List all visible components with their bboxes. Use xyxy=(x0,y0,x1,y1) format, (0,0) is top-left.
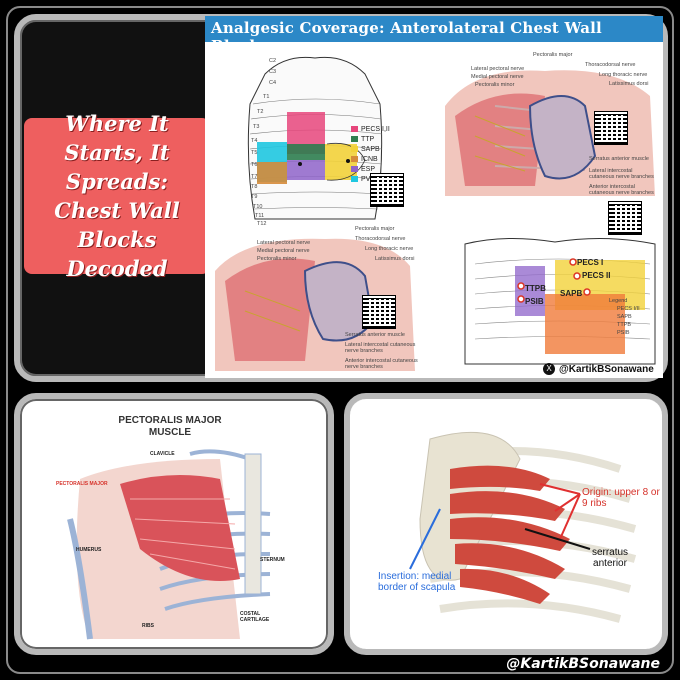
nerve-label: Medial pectoral nerve xyxy=(471,74,524,80)
legend-item: PECS I,II xyxy=(351,126,390,133)
dermatome-label: C3 xyxy=(269,69,277,75)
dermatome-label: T12 xyxy=(257,221,267,227)
serratus-anterior-panel: Origin: upper 8 or 9 ribs Insertion: med… xyxy=(344,393,668,655)
block-legend-item: PECS I/II xyxy=(617,306,640,312)
watermark: @KartikBSonawane xyxy=(506,656,660,672)
legend-item: ESP xyxy=(351,166,375,173)
block-site-label: SAPB xyxy=(560,289,583,298)
block-site-label: TTPB xyxy=(525,284,546,293)
qr-code-icon xyxy=(594,111,628,145)
nerve-label: Lateral intercostal cutaneous nerve bran… xyxy=(345,342,416,354)
outer-frame xyxy=(6,6,674,674)
qr-code-icon xyxy=(370,173,404,207)
nerve-label: Pectoralis minor xyxy=(475,82,515,88)
infographic-title: Analgesic Coverage: Anterolateral Chest … xyxy=(211,19,602,55)
nerve-label: Pectoralis minor xyxy=(257,256,297,262)
clavicle-label: CLAVICLE xyxy=(150,451,175,457)
nerve-label: Thoracodorsal nerve xyxy=(355,236,406,242)
sternum-label: STERNUM xyxy=(260,557,285,563)
qr-code-icon xyxy=(362,295,396,329)
dermatome-label: T10 xyxy=(253,204,263,210)
block-site-label: PSIB xyxy=(525,297,544,306)
pectoralis-illustration xyxy=(67,449,271,640)
block-sites-figure xyxy=(464,237,656,365)
nerve-label: Serratus anterior muscle xyxy=(345,332,405,338)
nerve-label: Anterior intercostal cutaneous nerve bra… xyxy=(589,184,654,196)
legend-item: SAPB xyxy=(351,146,380,153)
block-site-label: PECS II xyxy=(582,271,611,280)
pectoralis-major-panel: PECTORALIS MAJOR MUSCLE CLAVICLE PECTORA… xyxy=(14,393,334,655)
legend-item: ICNB xyxy=(351,156,378,163)
block-legend-item: PSIB xyxy=(617,330,630,336)
anatomy-figure-top xyxy=(445,70,655,196)
nerve-label: Latissimus dorsi xyxy=(375,256,415,262)
dermatome-label: T4 xyxy=(251,138,258,144)
dermatome-label: T2 xyxy=(257,109,264,115)
nerve-label: Serratus anterior muscle xyxy=(589,156,649,162)
dermatome-label: T8 xyxy=(251,184,258,190)
block-legend-item: TTPB xyxy=(617,322,632,328)
nerve-label: Pectoralis major xyxy=(533,52,573,58)
nerve-label: Thoracodorsal nerve xyxy=(585,62,636,68)
anatomy-figure-bottom xyxy=(215,238,415,371)
nerve-label: Medial pectoral nerve xyxy=(257,248,310,254)
nerve-label: Anterior intercostal cutaneous nerve bra… xyxy=(345,358,418,370)
dermatome-label: T1 xyxy=(263,94,270,100)
costal-cartilage-label: COSTAL CARTILAGE xyxy=(240,611,270,623)
nerve-label: Pectoralis major xyxy=(355,226,395,232)
legend-title: Legend xyxy=(609,298,628,304)
x-logo-icon: X xyxy=(543,363,555,375)
block-site-label: PECS I xyxy=(577,258,604,267)
dermatome-label: T5 xyxy=(251,150,258,156)
dermatome-torso-figure xyxy=(247,56,383,220)
author-handle: @KartikBSonawane xyxy=(559,364,654,375)
serratus-illustration xyxy=(350,399,662,649)
legend-item: TTP xyxy=(351,136,374,143)
nerve-label: Latissimus dorsi xyxy=(609,81,649,87)
dermatome-label: C4 xyxy=(269,80,277,86)
dermatome-label: T6 xyxy=(251,162,258,168)
title-card: Where It Starts, It Spreads: Chest Wall … xyxy=(24,111,210,281)
nerve-label: Long thoracic nerve xyxy=(365,246,414,252)
nerve-label: Long thoracic nerve xyxy=(599,72,648,78)
qr-code-icon xyxy=(608,201,642,235)
serratus-anterior-label: serratus anterior xyxy=(591,547,629,569)
block-legend-item: SAPB xyxy=(617,314,632,320)
dermatome-label: T11 xyxy=(255,213,265,219)
analgesic-coverage-infographic: Analgesic Coverage: Anterolateral Chest … xyxy=(205,16,663,378)
dermatome-label: T3 xyxy=(253,124,260,130)
dermatome-label: T7 xyxy=(251,174,258,180)
origin-label: Origin: upper 8 or 9 ribs xyxy=(582,487,660,509)
legend-item: PVB xyxy=(351,176,375,183)
insertion-label: Insertion: medial border of scapula xyxy=(378,571,456,593)
dermatome-label: T9 xyxy=(251,194,258,200)
ribs-label: RIBS xyxy=(142,623,154,629)
nerve-label: Lateral pectoral nerve xyxy=(257,240,311,246)
title-card-text: Where It Starts, It Spreads: Chest Wall … xyxy=(54,111,180,281)
nerve-label: Lateral intercostal cutaneous nerve bran… xyxy=(589,168,654,180)
humerus-label: HUMERUS xyxy=(76,547,102,553)
infographic-header xyxy=(205,16,663,42)
nerve-label: Lateral pectoral nerve xyxy=(471,66,525,72)
pectoralis-title: PECTORALIS MAJOR MUSCLE xyxy=(118,415,222,438)
dermatome-label: C2 xyxy=(269,58,277,64)
pectoralis-major-label: PECTORALIS MAJOR xyxy=(56,481,108,487)
